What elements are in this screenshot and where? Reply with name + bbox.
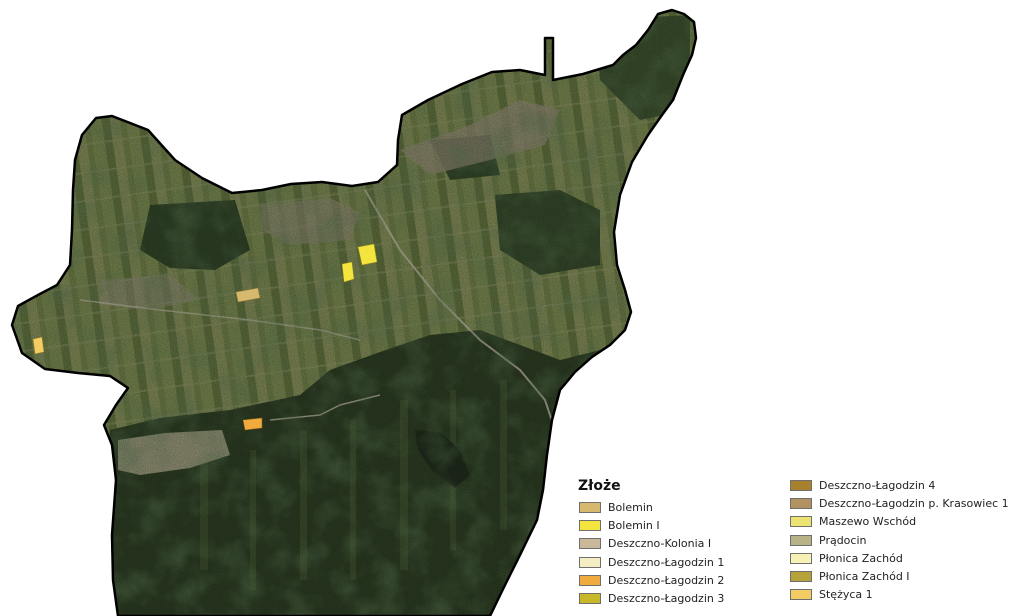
- legend-item: Deszczno-Łagodzin 2: [579, 573, 724, 588]
- legend-swatch: [579, 502, 601, 513]
- legend-item: Stężyca 1: [790, 587, 873, 602]
- area-boundary: [10, 8, 698, 616]
- legend-item: Płonica Zachód I: [790, 569, 910, 584]
- legend-label: Deszczno-Łagodzin 3: [608, 592, 725, 605]
- deposit-bolemin[interactable]: [235, 287, 261, 303]
- legend-label: Deszczno-Łagodzin 2: [608, 573, 725, 587]
- legend-swatch: [579, 520, 601, 532]
- legend-swatch: [790, 534, 812, 546]
- legend-swatch: [790, 552, 812, 564]
- legend-label: Płonica Zachód I: [819, 570, 910, 583]
- legend-label: Bolemin: [608, 501, 653, 514]
- legend-swatch: [790, 480, 812, 491]
- legend-item: Maszewo Wschód: [790, 514, 916, 529]
- legend-item: Deszczno-Łagodzin 4: [790, 478, 935, 493]
- legend-item: Płonica Zachód: [790, 551, 903, 566]
- legend-item: Deszczno-Kolonia I: [579, 536, 711, 551]
- legend-swatch: [579, 574, 601, 586]
- legend-label: Płonica Zachód: [819, 551, 903, 565]
- legend-item: Bolemin I: [579, 518, 660, 533]
- legend-swatch: [579, 556, 601, 568]
- legend-title: Złoże: [578, 478, 621, 494]
- legend-label: Maszewo Wschód: [819, 515, 917, 529]
- legend-label: Deszczno-Łagodzin p. Krasowiec 1: [819, 497, 1009, 511]
- legend-item: Prądocin: [790, 533, 867, 548]
- legend-label: Bolemin I: [608, 519, 660, 533]
- legend-swatch: [579, 593, 601, 604]
- deposit-stezyca-1[interactable]: [32, 336, 45, 355]
- legend-swatch: [790, 589, 812, 601]
- deposit-deszczno-lagodzin-2[interactable]: [242, 417, 263, 431]
- deposit-bolemin-i[interactable]: [357, 243, 378, 266]
- legend-item: Deszczno-Łagodzin p. Krasowiec 1: [790, 496, 1009, 511]
- legend-item: Deszczno-Łagodzin 3: [579, 591, 724, 606]
- legend-label: Deszczno-Łagodzin 4: [819, 479, 936, 492]
- legend-item: Bolemin: [579, 500, 653, 515]
- legend-swatch: [790, 498, 812, 510]
- legend-swatch: [579, 538, 601, 550]
- legend-swatch: [790, 516, 812, 528]
- legend-item: Deszczno-Łagodzin 1: [579, 555, 724, 570]
- legend-label: Prądocin: [819, 533, 867, 547]
- legend-swatch: [790, 571, 812, 582]
- legend-label: Stężyca 1: [819, 588, 873, 602]
- legend-label: Deszczno-Kolonia I: [608, 537, 712, 551]
- legend-label: Deszczno-Łagodzin 1: [608, 555, 725, 569]
- deposit-bolemin-i-2[interactable]: [341, 261, 355, 283]
